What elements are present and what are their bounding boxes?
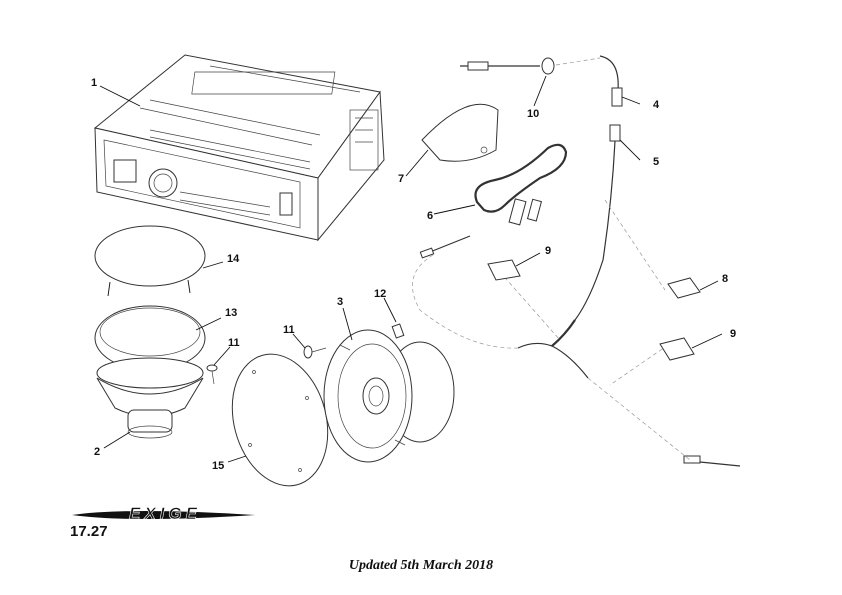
callout-10: 10 [527, 108, 539, 120]
brand-text: EXIGE [129, 504, 201, 523]
callout-8: 8 [722, 273, 728, 285]
aerial-connector-upper [611, 87, 623, 107]
callout-12: 12 [374, 288, 386, 300]
callout-7: 7 [398, 173, 404, 185]
page-number: 17.27 [70, 523, 108, 540]
callout-5: 5 [653, 156, 659, 168]
callout-13: 13 [225, 307, 237, 319]
callout-9-lower: 9 [730, 328, 736, 340]
callout-11-left: 11 [228, 337, 240, 349]
speaker-grille [94, 305, 206, 371]
callout-3: 3 [337, 296, 343, 308]
screw-left [206, 364, 218, 385]
leader-lines [99, 75, 723, 463]
screw-right [303, 345, 327, 359]
bracket [421, 103, 499, 162]
footer-updated-text: Updated 5th March 2018 [348, 558, 494, 573]
callout-15: 15 [212, 460, 224, 472]
head-unit-radio [93, 54, 385, 242]
speaker-cap [94, 225, 206, 297]
speaker-clip [391, 323, 405, 339]
cable-clip-8 [667, 277, 701, 299]
wiring-loom [474, 143, 568, 226]
callout-11-right: 11 [283, 324, 295, 336]
small-speaker [96, 357, 204, 439]
aerial-lead [460, 55, 619, 91]
main-speaker [323, 329, 455, 463]
callout-14: 14 [227, 253, 240, 265]
cable-clip-9-upper [487, 259, 521, 281]
callout-6: 6 [427, 210, 433, 222]
exige-logo: EXIGE [72, 504, 255, 523]
callout-1: 1 [91, 77, 97, 89]
callout-9-upper: 9 [545, 245, 551, 257]
main-harness [412, 199, 741, 467]
callout-4: 4 [653, 99, 660, 111]
cable-clip-9-lower [659, 337, 695, 361]
cover-plate [231, 353, 329, 487]
aerial-connector-lower [574, 124, 621, 321]
callout-2: 2 [94, 446, 100, 458]
